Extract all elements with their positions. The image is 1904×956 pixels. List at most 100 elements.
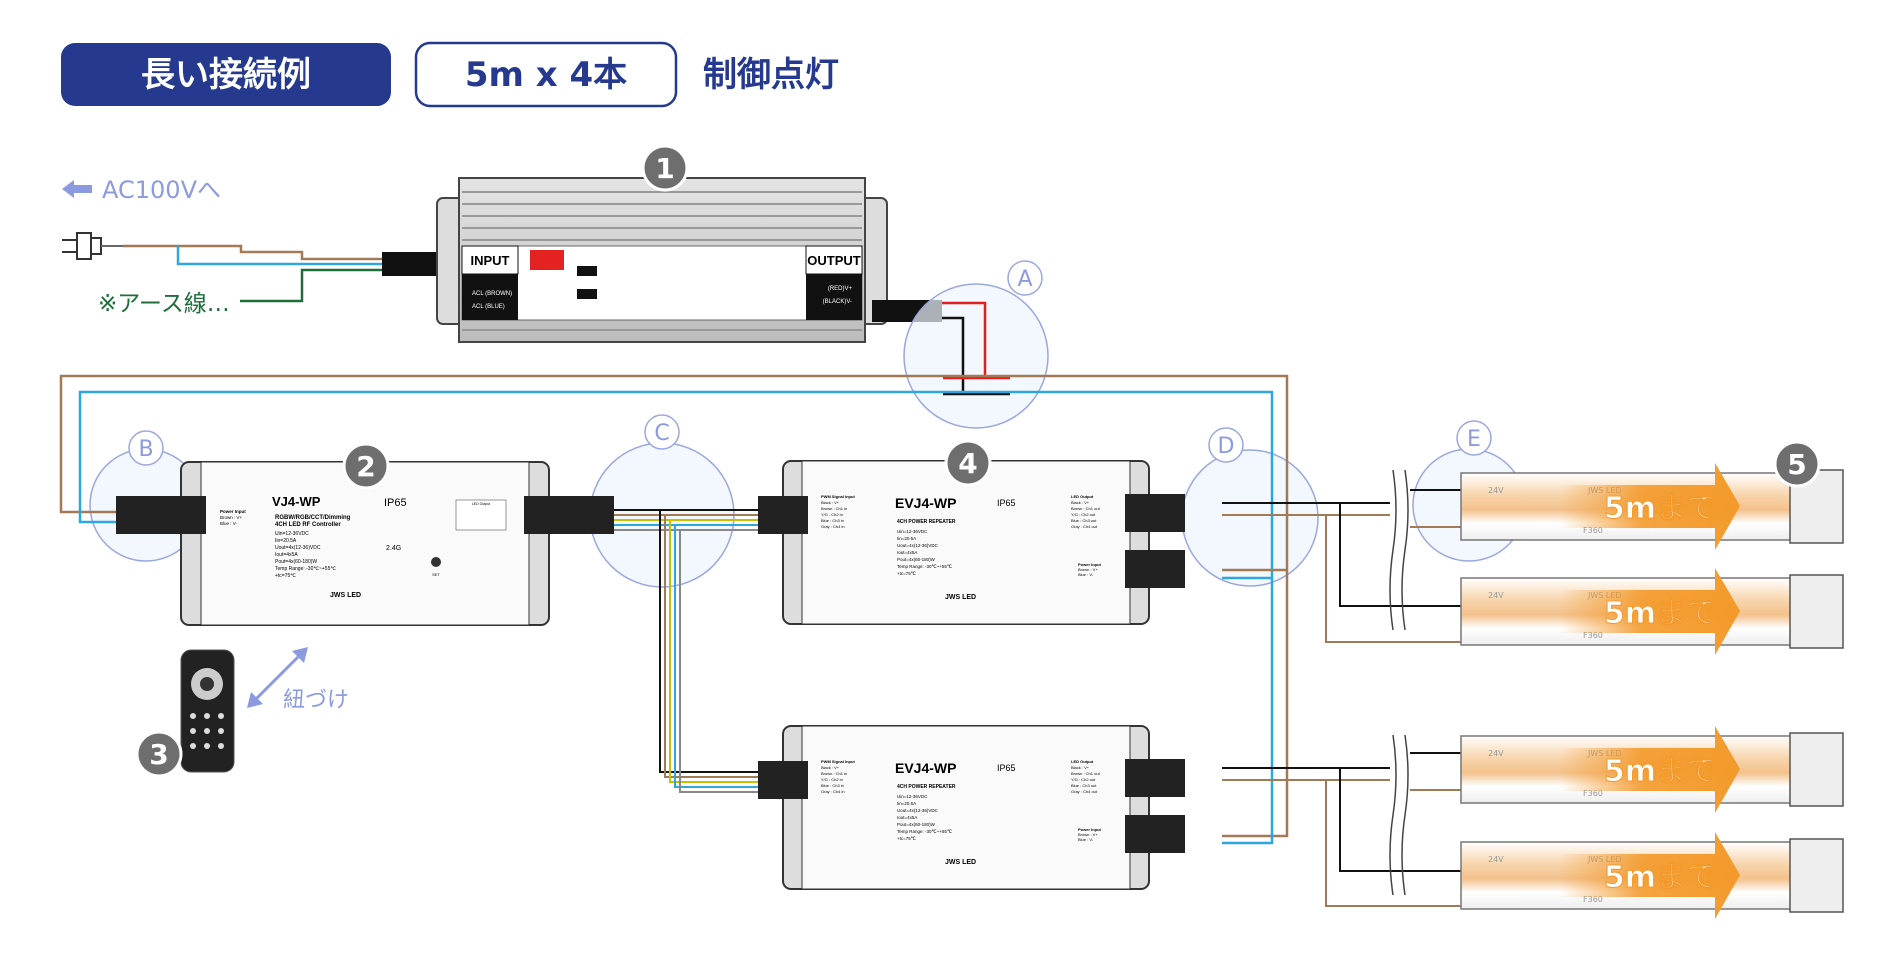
- pairing-label: 紐づけ: [283, 688, 349, 713]
- svg-text:Black : V+: Black : V+: [1071, 765, 1090, 770]
- svg-text:Brown : Ch1 out: Brown : Ch1 out: [1071, 506, 1101, 511]
- strip-voltage: 24V: [1488, 591, 1504, 600]
- svg-text:Blue : Ch3 out: Blue : Ch3 out: [1071, 783, 1097, 788]
- strip-voltage: 24V: [1488, 749, 1504, 758]
- svg-text:Blue : V-: Blue : V-: [220, 521, 238, 526]
- psu-red-indicator: [530, 250, 564, 270]
- svg-text:Brown : V+: Brown : V+: [1078, 832, 1098, 837]
- svg-text:Black : V+: Black : V+: [821, 765, 840, 770]
- rf-remote: [180, 649, 235, 773]
- svg-text:Y/G : Ch2 in: Y/G : Ch2 in: [821, 512, 843, 517]
- point-label-b: B: [128, 430, 164, 466]
- strip-voltage: 24V: [1488, 855, 1504, 864]
- length-arrow-icon: [1560, 568, 1740, 655]
- repeater-brand: JWS LED: [945, 859, 976, 866]
- controller-desc1: RGBW/RGB/CCT/Dimming: [275, 515, 351, 521]
- strip-voltage: 24V: [1488, 486, 1504, 495]
- rf-label: 2.4G: [386, 545, 401, 552]
- point-label-c: C: [644, 414, 680, 450]
- set-label: SET: [432, 572, 440, 577]
- count-label: 5m x 4本: [465, 55, 627, 95]
- strip-model: F360: [1583, 789, 1603, 798]
- svg-text:Uin=12-36VDC: Uin=12-36VDC: [897, 529, 928, 534]
- point-d-circle: [1181, 449, 1319, 587]
- point-letter: E: [1467, 427, 1481, 452]
- end-cap: [1789, 732, 1844, 807]
- svg-text:Gray : Ch4 in: Gray : Ch4 in: [821, 789, 845, 794]
- length-label: 5mまで: [1604, 491, 1716, 526]
- point-label-d: D: [1208, 427, 1244, 463]
- strip-model: F360: [1583, 631, 1603, 640]
- controller-ip: IP65: [384, 497, 407, 509]
- svg-text:Iin=20.5A: Iin=20.5A: [897, 536, 916, 541]
- svg-text:Iin=20.5A: Iin=20.5A: [897, 801, 916, 806]
- svg-text:Iout=4x5A: Iout=4x5A: [897, 815, 917, 820]
- svg-text:Pout=4x(60-180)W: Pout=4x(60-180)W: [897, 557, 936, 562]
- page-title: 長い接続例: [141, 55, 311, 95]
- plug-icon: [62, 232, 123, 260]
- psu-output-label: OUTPUT: [807, 253, 861, 268]
- svg-text:Blue : Ch3 in: Blue : Ch3 in: [821, 783, 844, 788]
- svg-text:Y/G : Ch2 out: Y/G : Ch2 out: [1071, 512, 1096, 517]
- svg-text:+tc=75℃: +tc=75℃: [275, 573, 296, 579]
- led-strip: 24VJWS LEDF3605mまで: [1460, 726, 1844, 813]
- svg-text:Blue : Ch3 out: Blue : Ch3 out: [1071, 518, 1097, 523]
- ac-label: AC100Vへ: [102, 176, 221, 204]
- point-letter: D: [1218, 434, 1235, 459]
- end-cap: [1789, 574, 1844, 649]
- power-repeater-1: EVJ4-WP IP65 4CH POWER REPEATER Uin=12-3…: [758, 460, 1185, 625]
- led-strip: 24VJWS LEDF3605mまで: [1460, 568, 1844, 655]
- svg-text:Iout=4x5A: Iout=4x5A: [275, 552, 298, 558]
- power-repeater-2: EVJ4-WP IP65 4CH POWER REPEATER Uin=12-3…: [758, 725, 1185, 890]
- psu-input-label: INPUT: [471, 253, 510, 268]
- point-letter: B: [138, 437, 153, 462]
- repeater-ip: IP65: [997, 498, 1016, 508]
- led-output-table-title: LED Output: [472, 502, 490, 506]
- badge-number: 1: [655, 152, 674, 185]
- point-labels: A B C D E: [128, 260, 1492, 466]
- wires: [59, 301, 1461, 907]
- svg-text:Black : V+: Black : V+: [1071, 500, 1090, 505]
- controller-desc2: 4CH LED RF Controller: [275, 522, 341, 528]
- svg-text:Pout=4x(60-180)W: Pout=4x(60-180)W: [275, 559, 317, 565]
- svg-text:Brown : Ch1 in: Brown : Ch1 in: [821, 506, 847, 511]
- svg-text:Pout=4x(60-180)W: Pout=4x(60-180)W: [897, 822, 936, 827]
- led-output-table: [455, 499, 507, 531]
- svg-text:Uout=4x(12-36)VDC: Uout=4x(12-36)VDC: [897, 808, 939, 813]
- psu-acl-brown: ACL (BROWN): [472, 291, 512, 297]
- svg-text:Gray : Ch4 out: Gray : Ch4 out: [1071, 789, 1098, 794]
- svg-text:LED Output: LED Output: [1071, 494, 1094, 499]
- power-supply: INPUT ACL (BROWN) ACL (BLUE) OUTPUT (RED…: [436, 177, 888, 343]
- svg-text:Brown : V+: Brown : V+: [220, 515, 243, 520]
- badge-number: 3: [149, 738, 168, 771]
- point-letter: C: [654, 421, 669, 446]
- svg-text:Brown : Ch1 out: Brown : Ch1 out: [1071, 771, 1101, 776]
- svg-text:Blue : V-: Blue : V-: [1078, 572, 1094, 577]
- badge-3: 3: [135, 730, 183, 778]
- svg-text:+tc=75℃: +tc=75℃: [897, 571, 917, 576]
- svg-text:Iout=4x5A: Iout=4x5A: [897, 550, 917, 555]
- pairing-arrow-icon: [250, 650, 305, 705]
- strip-model: F360: [1583, 895, 1603, 904]
- header: 長い接続例 5m x 4本 制御点灯: [61, 41, 839, 108]
- led-strips: 24VJWS LEDF3605mまで24VJWS LEDF3605mまで24VJ…: [1460, 463, 1844, 919]
- svg-text:Temp Range: -30℃~+55℃: Temp Range: -30℃~+55℃: [275, 566, 336, 572]
- title-pill: [61, 43, 391, 106]
- psu-vplus: (RED)V+: [828, 286, 853, 292]
- controller-specs: Uin=12-36VDC Iin=20.5A Uout=4x(12-36)VDC…: [275, 531, 336, 579]
- length-arrow-icon: [1560, 832, 1740, 919]
- badge-number: 4: [958, 447, 977, 480]
- length-arrow-icon: [1560, 463, 1740, 550]
- point-label-a: A: [1007, 260, 1043, 296]
- length-label: 5mまで: [1604, 860, 1716, 895]
- svg-text:PWM Signal Input: PWM Signal Input: [821, 759, 855, 764]
- badge-5: 5: [1773, 440, 1821, 488]
- svg-text:Brown : Ch1 in: Brown : Ch1 in: [821, 771, 847, 776]
- svg-text:Temp Range: -30℃~+55℃: Temp Range: -30℃~+55℃: [897, 829, 953, 834]
- end-cap: [1789, 838, 1844, 913]
- repeater-ip: IP65: [997, 763, 1016, 773]
- repeater-desc: 4CH POWER REPEATER: [897, 519, 956, 525]
- controller-output-gland: [524, 496, 614, 534]
- badge-4: 4: [944, 439, 992, 487]
